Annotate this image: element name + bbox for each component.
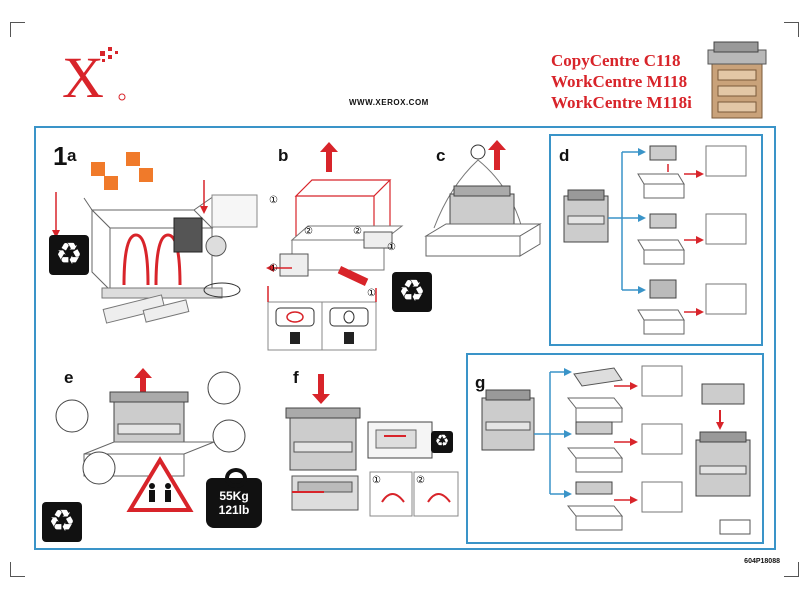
recycle-icon-f: ♻ xyxy=(431,431,453,453)
step-d-options-illustration xyxy=(563,145,747,335)
recycle-icon-b: ♻ xyxy=(392,272,432,312)
step-label-g: g xyxy=(475,373,486,392)
marker-one-b1: ① xyxy=(269,195,278,206)
step-a-unboxing-illustration xyxy=(52,152,258,324)
xerox-logo: X xyxy=(56,45,126,110)
step-label-f: f xyxy=(293,368,299,387)
step-label-d: d xyxy=(559,146,570,165)
website-url[interactable]: WWW.XEROX.COM xyxy=(349,98,429,107)
step-label-e: e xyxy=(64,368,74,387)
weight-kg: 55Kg xyxy=(219,489,249,503)
weight-badge: 55Kg 121lb xyxy=(206,468,262,528)
step-f-tray-illustration xyxy=(285,374,459,517)
step-label-b: b xyxy=(278,146,289,165)
crop-mark-bottom-right xyxy=(784,562,799,577)
crop-mark-bottom-left xyxy=(10,562,25,577)
crop-mark-top-right xyxy=(784,22,799,37)
marker-one-b3: ① xyxy=(269,263,278,274)
step-c-bag-removal-illustration xyxy=(424,140,542,257)
part-number: 604P18088 xyxy=(744,558,780,565)
crop-mark-top-left xyxy=(10,22,25,37)
step-g-accessories-illustration xyxy=(481,365,751,535)
marker-two-b2: ② xyxy=(353,226,362,237)
product-photo xyxy=(707,41,767,119)
marker-two-f: ② xyxy=(416,475,425,486)
marker-two-b1: ② xyxy=(304,226,313,237)
step-number-1: 1 xyxy=(53,141,68,171)
product-title-2: WorkCentre M118 xyxy=(551,72,688,91)
panel-g xyxy=(466,353,764,544)
panel-d xyxy=(549,134,763,346)
recycle-icon-e: ♻ xyxy=(42,502,82,542)
marker-one-b2: ① xyxy=(387,242,396,253)
xerox-logo-mark: X xyxy=(62,45,126,110)
marker-one-f: ① xyxy=(372,475,381,486)
recycle-icon-a: ♻ xyxy=(49,235,89,275)
step-label-a: a xyxy=(67,146,77,165)
product-title-1: CopyCentre C118 xyxy=(551,51,681,70)
marker-one-b4: ① xyxy=(367,288,376,299)
step-e-lifting-illustration xyxy=(55,368,246,512)
main-instructions-panel xyxy=(34,126,776,550)
logo-letter: X xyxy=(62,45,104,110)
weight-lb: 121lb xyxy=(218,503,250,517)
product-title-3: WorkCentre M118i xyxy=(551,93,692,112)
step-b-box-removal-illustration xyxy=(266,142,404,351)
step-label-c: c xyxy=(436,146,446,165)
